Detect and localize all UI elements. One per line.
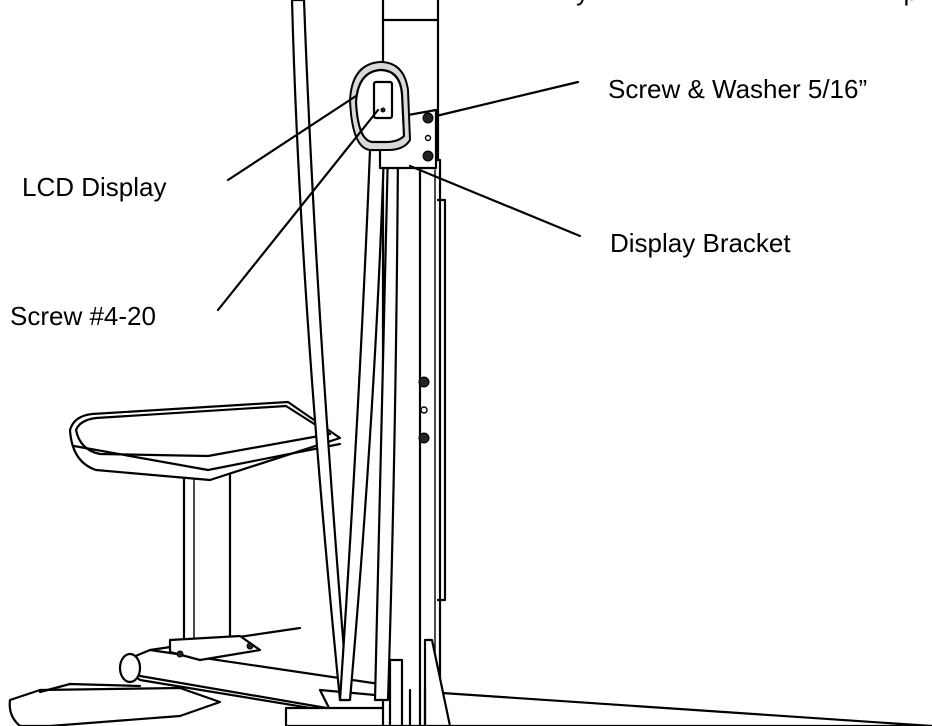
header-fragment-right: p [903,0,917,6]
label-lcd-display: LCD Display [22,172,167,202]
base-frame [8,626,932,726]
leader-lcd-display [226,94,358,182]
straps [290,0,400,702]
leader-display-bracket [408,164,582,238]
leader-screw-4-20 [216,108,380,312]
leader-lines [216,80,582,312]
label-screw-4-20: Screw #4-20 [10,301,156,331]
header-fragment-left: y [576,0,589,6]
label-display-bracket: Display Bracket [610,228,791,258]
header-fragment: y p [576,0,918,4]
label-screw-washer: Screw & Washer 5/16” [608,74,868,104]
seat [68,400,342,647]
lcd-display [348,60,412,151]
leader-screw-washer [434,80,580,118]
